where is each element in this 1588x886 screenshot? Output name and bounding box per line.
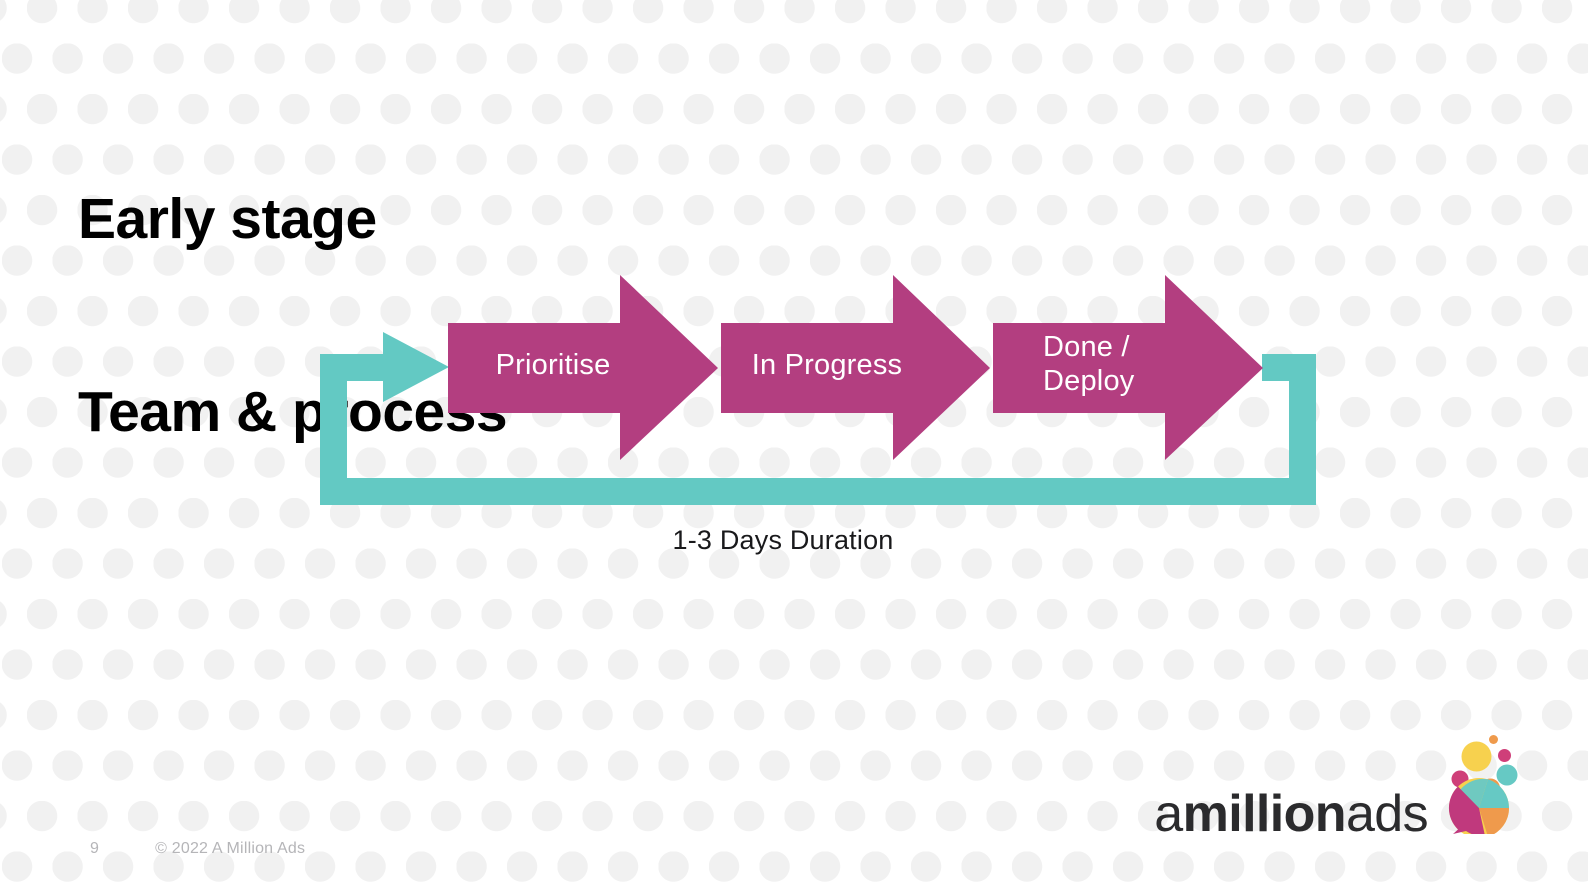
confetti-dot-pink-small: [1498, 749, 1511, 762]
megaphone-wedge-teal-2: [1460, 778, 1488, 808]
confetti-dot-yellow-large: [1461, 741, 1492, 772]
logo-wordmark: amillionads: [1154, 788, 1428, 840]
logo-word-a: a: [1154, 785, 1183, 843]
footer: 9 © 2022 A Million Ads: [90, 840, 305, 858]
confetti-dot-teal: [1496, 764, 1518, 786]
stage-arrow-1: [448, 275, 718, 460]
logo-word-ads: ads: [1345, 785, 1429, 843]
stage-label-done-deploy: Done / Deploy: [1043, 331, 1135, 398]
stage-arrow-2: [721, 275, 990, 460]
loop-arrowhead-icon: [383, 332, 449, 402]
stage-arrow-3: [993, 275, 1263, 460]
megaphone-wedge-teal: [1479, 779, 1510, 808]
megaphone-wedge-orange: [1479, 808, 1510, 834]
stage-label-prioritise: Prioritise: [495, 349, 611, 381]
duration-caption: 1-3 Days Duration: [0, 525, 1588, 556]
duration-caption-text: 1-3 Days Duration: [672, 525, 894, 555]
loop-entry-bar: [320, 354, 390, 381]
megaphone-cone-magenta: [1449, 786, 1485, 834]
megaphone-confetti-icon: [1449, 735, 1518, 834]
copyright-notice: © 2022 A Million Ads: [155, 840, 306, 857]
amillionads-logo: amillionads: [1154, 734, 1526, 840]
page-number: 9: [90, 840, 100, 857]
confetti-dot-orange-small: [1489, 735, 1498, 744]
page-title-line-1: Early stage: [78, 186, 377, 251]
stage-label-in-progress: In Progress: [751, 349, 903, 381]
loop-track: [320, 354, 1316, 505]
logo-word-million: million: [1182, 785, 1347, 843]
feedback-loop-path: [320, 332, 1316, 505]
